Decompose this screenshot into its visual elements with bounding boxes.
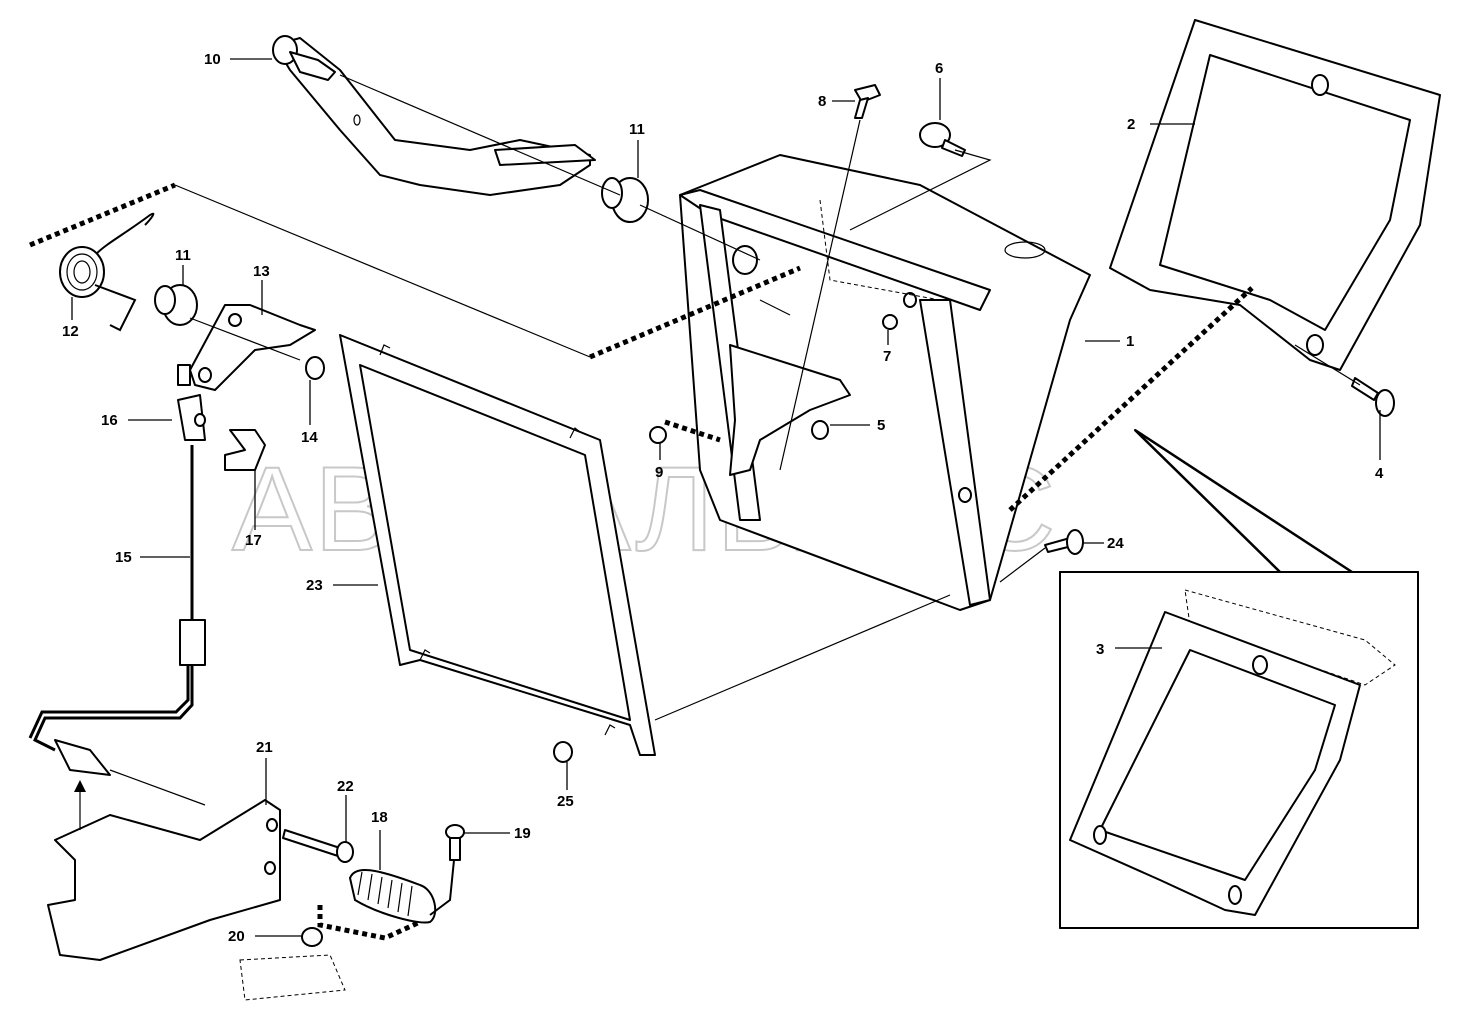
bolt-8 — [854, 84, 881, 119]
spring-18 — [349, 849, 456, 924]
callout-7: 7 — [883, 348, 891, 365]
bolt-22 — [282, 829, 354, 863]
callout-23: 23 — [306, 577, 323, 594]
bushing-6 — [919, 122, 966, 157]
bracket-housing — [679, 154, 1091, 611]
bracket-21 — [47, 780, 281, 961]
bushing-lower — [154, 284, 198, 326]
callout-25: 25 — [557, 793, 574, 810]
nut-20 — [239, 927, 346, 1001]
callout-10: 10 — [204, 51, 221, 68]
lever-13 — [189, 304, 316, 391]
torsion-spring — [59, 212, 155, 332]
cable-15 — [28, 445, 206, 806]
callout-13: 13 — [253, 263, 270, 280]
screw-24 — [1044, 529, 1084, 555]
nut-25 — [553, 741, 573, 763]
callout-9: 9 — [655, 464, 663, 481]
callout-22: 22 — [337, 778, 354, 795]
callout-24: 24 — [1107, 535, 1124, 552]
bushing-upper — [601, 177, 649, 223]
clip-17 — [224, 429, 266, 471]
callout-15: 15 — [115, 549, 132, 566]
callout-2: 2 — [1127, 116, 1135, 133]
assembly-dash-2 — [589, 265, 801, 360]
callout-11-upper: 11 — [629, 121, 645, 138]
assembly-dash-5 — [317, 905, 422, 941]
callout-19: 19 — [514, 825, 531, 842]
bolt-19 — [445, 824, 465, 861]
callout-labels: 1 2 3 4 5 6 7 8 9 10 11 11 12 13 14 15 1… — [62, 51, 1384, 945]
plate-23 — [339, 334, 656, 756]
callout-1: 1 — [1126, 333, 1134, 350]
detail-view — [1059, 428, 1419, 929]
callout-17: 17 — [245, 532, 262, 549]
callout-12: 12 — [62, 323, 79, 340]
callout-21: 21 — [256, 739, 273, 756]
callout-14: 14 — [301, 429, 318, 446]
callout-3: 3 — [1096, 641, 1104, 658]
callout-20: 20 — [228, 928, 245, 945]
pedal-lever — [272, 35, 596, 196]
assembly-dash-1 — [29, 182, 176, 248]
callout-4: 4 — [1375, 465, 1384, 482]
alignment-lines — [174, 74, 1361, 721]
callout-5: 5 — [877, 417, 885, 434]
callout-8: 8 — [818, 93, 826, 110]
nut-14 — [305, 356, 325, 380]
cover-2 — [1109, 19, 1441, 371]
callout-16: 16 — [101, 412, 118, 429]
nut-7 — [882, 314, 898, 330]
assembly-dash-3 — [664, 419, 721, 443]
callout-18: 18 — [371, 809, 388, 826]
callout-11-lower: 11 — [175, 247, 191, 264]
nut-9 — [649, 426, 667, 444]
leader-lines — [71, 58, 1381, 937]
clevis-16 — [177, 364, 206, 441]
assembly-dash-4 — [1008, 286, 1254, 512]
callout-6: 6 — [935, 60, 943, 77]
